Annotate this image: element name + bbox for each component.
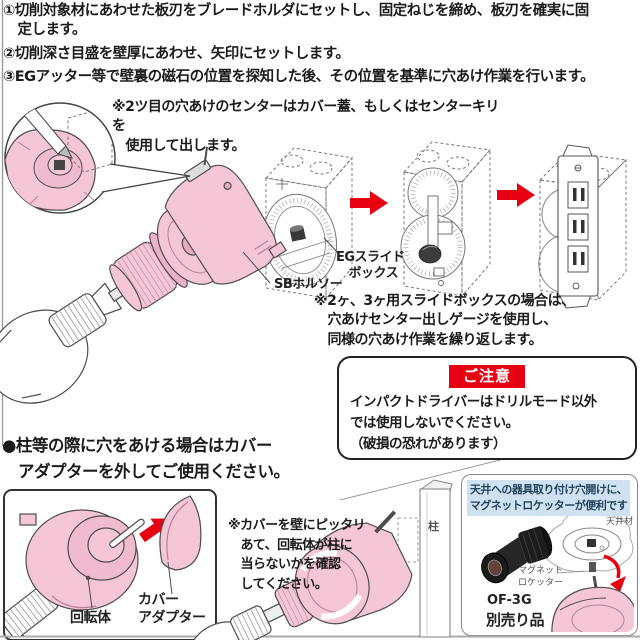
caution-box: ご注意 インパクトドライバーはドリルモード以外 では使用しないでください。 （破… bbox=[337, 356, 637, 460]
magnet-locator-item bbox=[481, 526, 553, 584]
step-1: ①切削対象材にあわせた板刃をブレードホルダにセットし、固定ねじを締め、板刃を確実… bbox=[3, 3, 589, 39]
sold-separately-label: 別売り品 bbox=[486, 611, 545, 629]
magnet-box-header: 天井への器具取り付け穴開けに、 マグネットロケッターが便利です bbox=[467, 480, 630, 516]
step-2: ②切削深さ目盛を壁厚にあわせ、矢印にセットします。 bbox=[3, 45, 350, 62]
magnet-locator-illustration bbox=[481, 491, 634, 632]
arrow-right-icon bbox=[350, 191, 388, 215]
cover-adapter-removal-illustration bbox=[5, 495, 202, 636]
note-multi-box: ※2ヶ、3ヶ用スライドボックスの場合は、 穴あけセンター出しゲージを使用し、 同… bbox=[314, 293, 575, 348]
arrow-right-icon bbox=[497, 183, 535, 207]
model-number: OF-3G bbox=[487, 593, 532, 608]
pillar-heading: ●柱等の際に穴をあける場合はカバー アダプターを外してご使用ください。 bbox=[2, 436, 290, 481]
pillar-illustration bbox=[397, 479, 453, 638]
note-second-hole: ※2ツ目の穴あけのセンターはカバー蓋、もしくはセンターキリを 使用して出します。 bbox=[112, 99, 499, 154]
caution-badge: ご注意 bbox=[448, 365, 526, 388]
label-magnet-locator: マグネット ロケッター bbox=[518, 566, 564, 589]
label-pillar: 柱 bbox=[428, 520, 439, 533]
label-eg-slide-box: EGスライド ボックス bbox=[336, 250, 405, 282]
outlet-plate-illustration bbox=[538, 144, 599, 309]
label-sb-holesaw: SBホルソー bbox=[274, 277, 343, 292]
label-cover-adapter: カバー アダプター bbox=[138, 592, 206, 626]
callout-pointer bbox=[101, 163, 191, 193]
tool-against-pillar-illustration bbox=[187, 510, 413, 640]
eg-slide-box-leader-line bbox=[323, 237, 339, 254]
center-cross-mark bbox=[276, 178, 288, 190]
sb-holesaw-leader-line bbox=[242, 251, 271, 284]
label-ceiling-material: 天井材 bbox=[606, 517, 634, 527]
step-3: ③EGアッター等で壁裏の磁石の位置を探知した後、その位置を基準に穴あけ作業を行い… bbox=[3, 69, 595, 86]
instruction-steps: ①切削対象材にあわせた板刃をブレードホルダにセットし、固定ねじを締め、板刃を確実… bbox=[3, 2, 639, 92]
slide-box-2-hole bbox=[400, 167, 466, 286]
label-rotor: 回転体 bbox=[70, 610, 111, 626]
sb-holesaw-main-illustration bbox=[0, 146, 288, 404]
caution-text: インパクトドライバーはドリルモード以外 では使用しないでください。 （破損の恐れ… bbox=[350, 394, 597, 452]
rotate-arrow-icon bbox=[603, 554, 621, 579]
note-cover-check: ※カバーを壁にピッタリ あて、回転体が柱に 当らないかを確認 してください。 bbox=[228, 518, 366, 592]
